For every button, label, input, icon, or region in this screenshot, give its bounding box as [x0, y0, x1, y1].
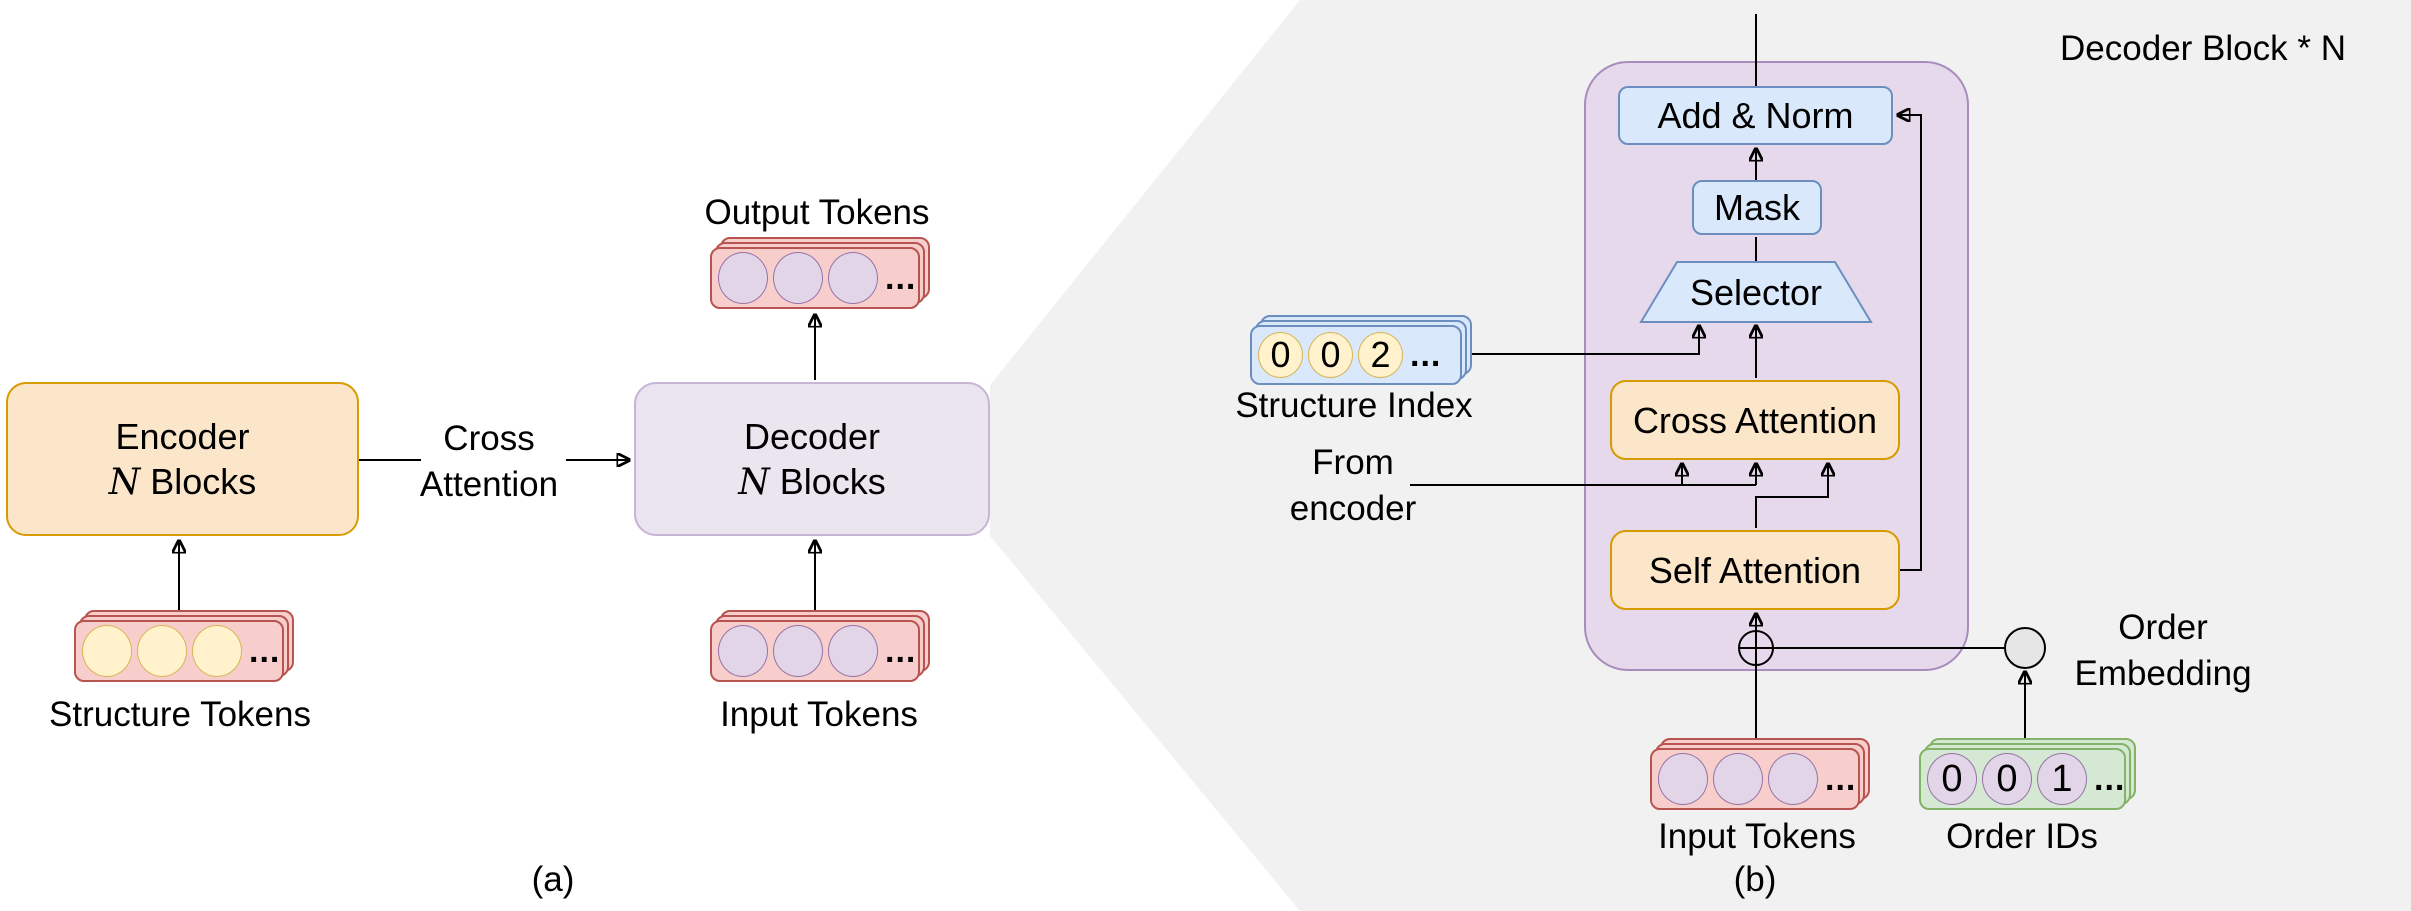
structure-index-label: Structure Index [1235, 386, 1473, 425]
token-circle [828, 252, 878, 304]
order-embedding-node [2004, 627, 2046, 669]
token-circle [773, 252, 823, 304]
token-circle: 0 [1982, 753, 2032, 805]
ellipsis: ... [1410, 336, 1442, 374]
decoder-block-title: Decoder Block * N [2060, 29, 2346, 68]
ellipsis: ... [885, 632, 917, 670]
token-circle: 0 [1258, 332, 1303, 378]
token-circle [718, 625, 768, 677]
order-embedding-label: Order Embedding [2074, 608, 2252, 693]
token-circle: 2 [1358, 332, 1403, 378]
structure-tokens-label: Structure Tokens [49, 695, 311, 734]
token-circle [192, 625, 242, 677]
token-circle: 0 [1927, 753, 1977, 805]
token-circle: 1 [2037, 753, 2087, 805]
self-attention-box: Self Attention [1610, 530, 1900, 610]
order-ids-label: Order IDs [1946, 817, 2098, 856]
encoder-subtitle: N Blocks [108, 460, 257, 503]
input-tokens-stack-a: ... [710, 610, 930, 682]
token-circle [137, 625, 187, 677]
output-token-row: ... [710, 247, 920, 309]
structure-index-stack: 0 0 2 ... [1250, 315, 1472, 385]
decoder-title: Decoder [743, 415, 881, 457]
selector-label: Selector [1689, 272, 1823, 313]
encoder-title: Encoder [115, 415, 250, 457]
order-ids-stack: 0 0 1 ... [1919, 738, 2136, 810]
decoder-subtitle: N Blocks [738, 460, 886, 503]
ellipsis: ... [885, 259, 917, 297]
ellipsis: ... [2094, 760, 2126, 798]
add-norm-box: Add & Norm [1618, 86, 1893, 145]
structure-tokens-stack: ... [74, 610, 294, 682]
input-tokens-label-a: Input Tokens [720, 695, 918, 734]
output-tokens-label: Output Tokens [704, 193, 930, 232]
token-circle [718, 252, 768, 304]
self-attn-to-cross-attn-arrow [1755, 463, 1828, 528]
order-ids-row: 0 0 1 ... [1919, 748, 2126, 810]
mask-box: Mask [1692, 180, 1822, 235]
structure-index-row: 0 0 2 ... [1250, 325, 1462, 385]
add-plus-icon [1738, 630, 1774, 666]
selector-trapezoid [1639, 261, 1873, 323]
encoder-block: Encoder N Blocks [6, 382, 359, 536]
caption-b: (b) [1733, 860, 1777, 899]
cross-attention-edge-label: Cross Attention [419, 419, 559, 504]
caption-a: (a) [531, 860, 575, 899]
input-token-row: ... [1650, 748, 1860, 810]
structure-token-row: ... [74, 620, 284, 682]
input-tokens-stack-b: ... [1650, 738, 1870, 810]
cross-attention-box: Cross Attention [1610, 380, 1900, 460]
token-circle [1713, 753, 1763, 805]
ellipsis: ... [1825, 760, 1857, 798]
from-encoder-label: From encoder [1289, 443, 1417, 528]
token-circle [1658, 753, 1708, 805]
token-circle [82, 625, 132, 677]
structure-index-to-selector-arrow [1463, 325, 1699, 355]
ellipsis: ... [249, 632, 281, 670]
token-circle [773, 625, 823, 677]
input-token-row: ... [710, 620, 920, 682]
residual-to-add-norm-arrow [1897, 115, 1922, 571]
token-circle: 0 [1308, 332, 1353, 378]
decoder-block: Decoder N Blocks [634, 382, 990, 536]
input-tokens-label-b: Input Tokens [1658, 817, 1856, 856]
output-tokens-stack: ... [710, 237, 930, 309]
token-circle [1768, 753, 1818, 805]
token-circle [828, 625, 878, 677]
